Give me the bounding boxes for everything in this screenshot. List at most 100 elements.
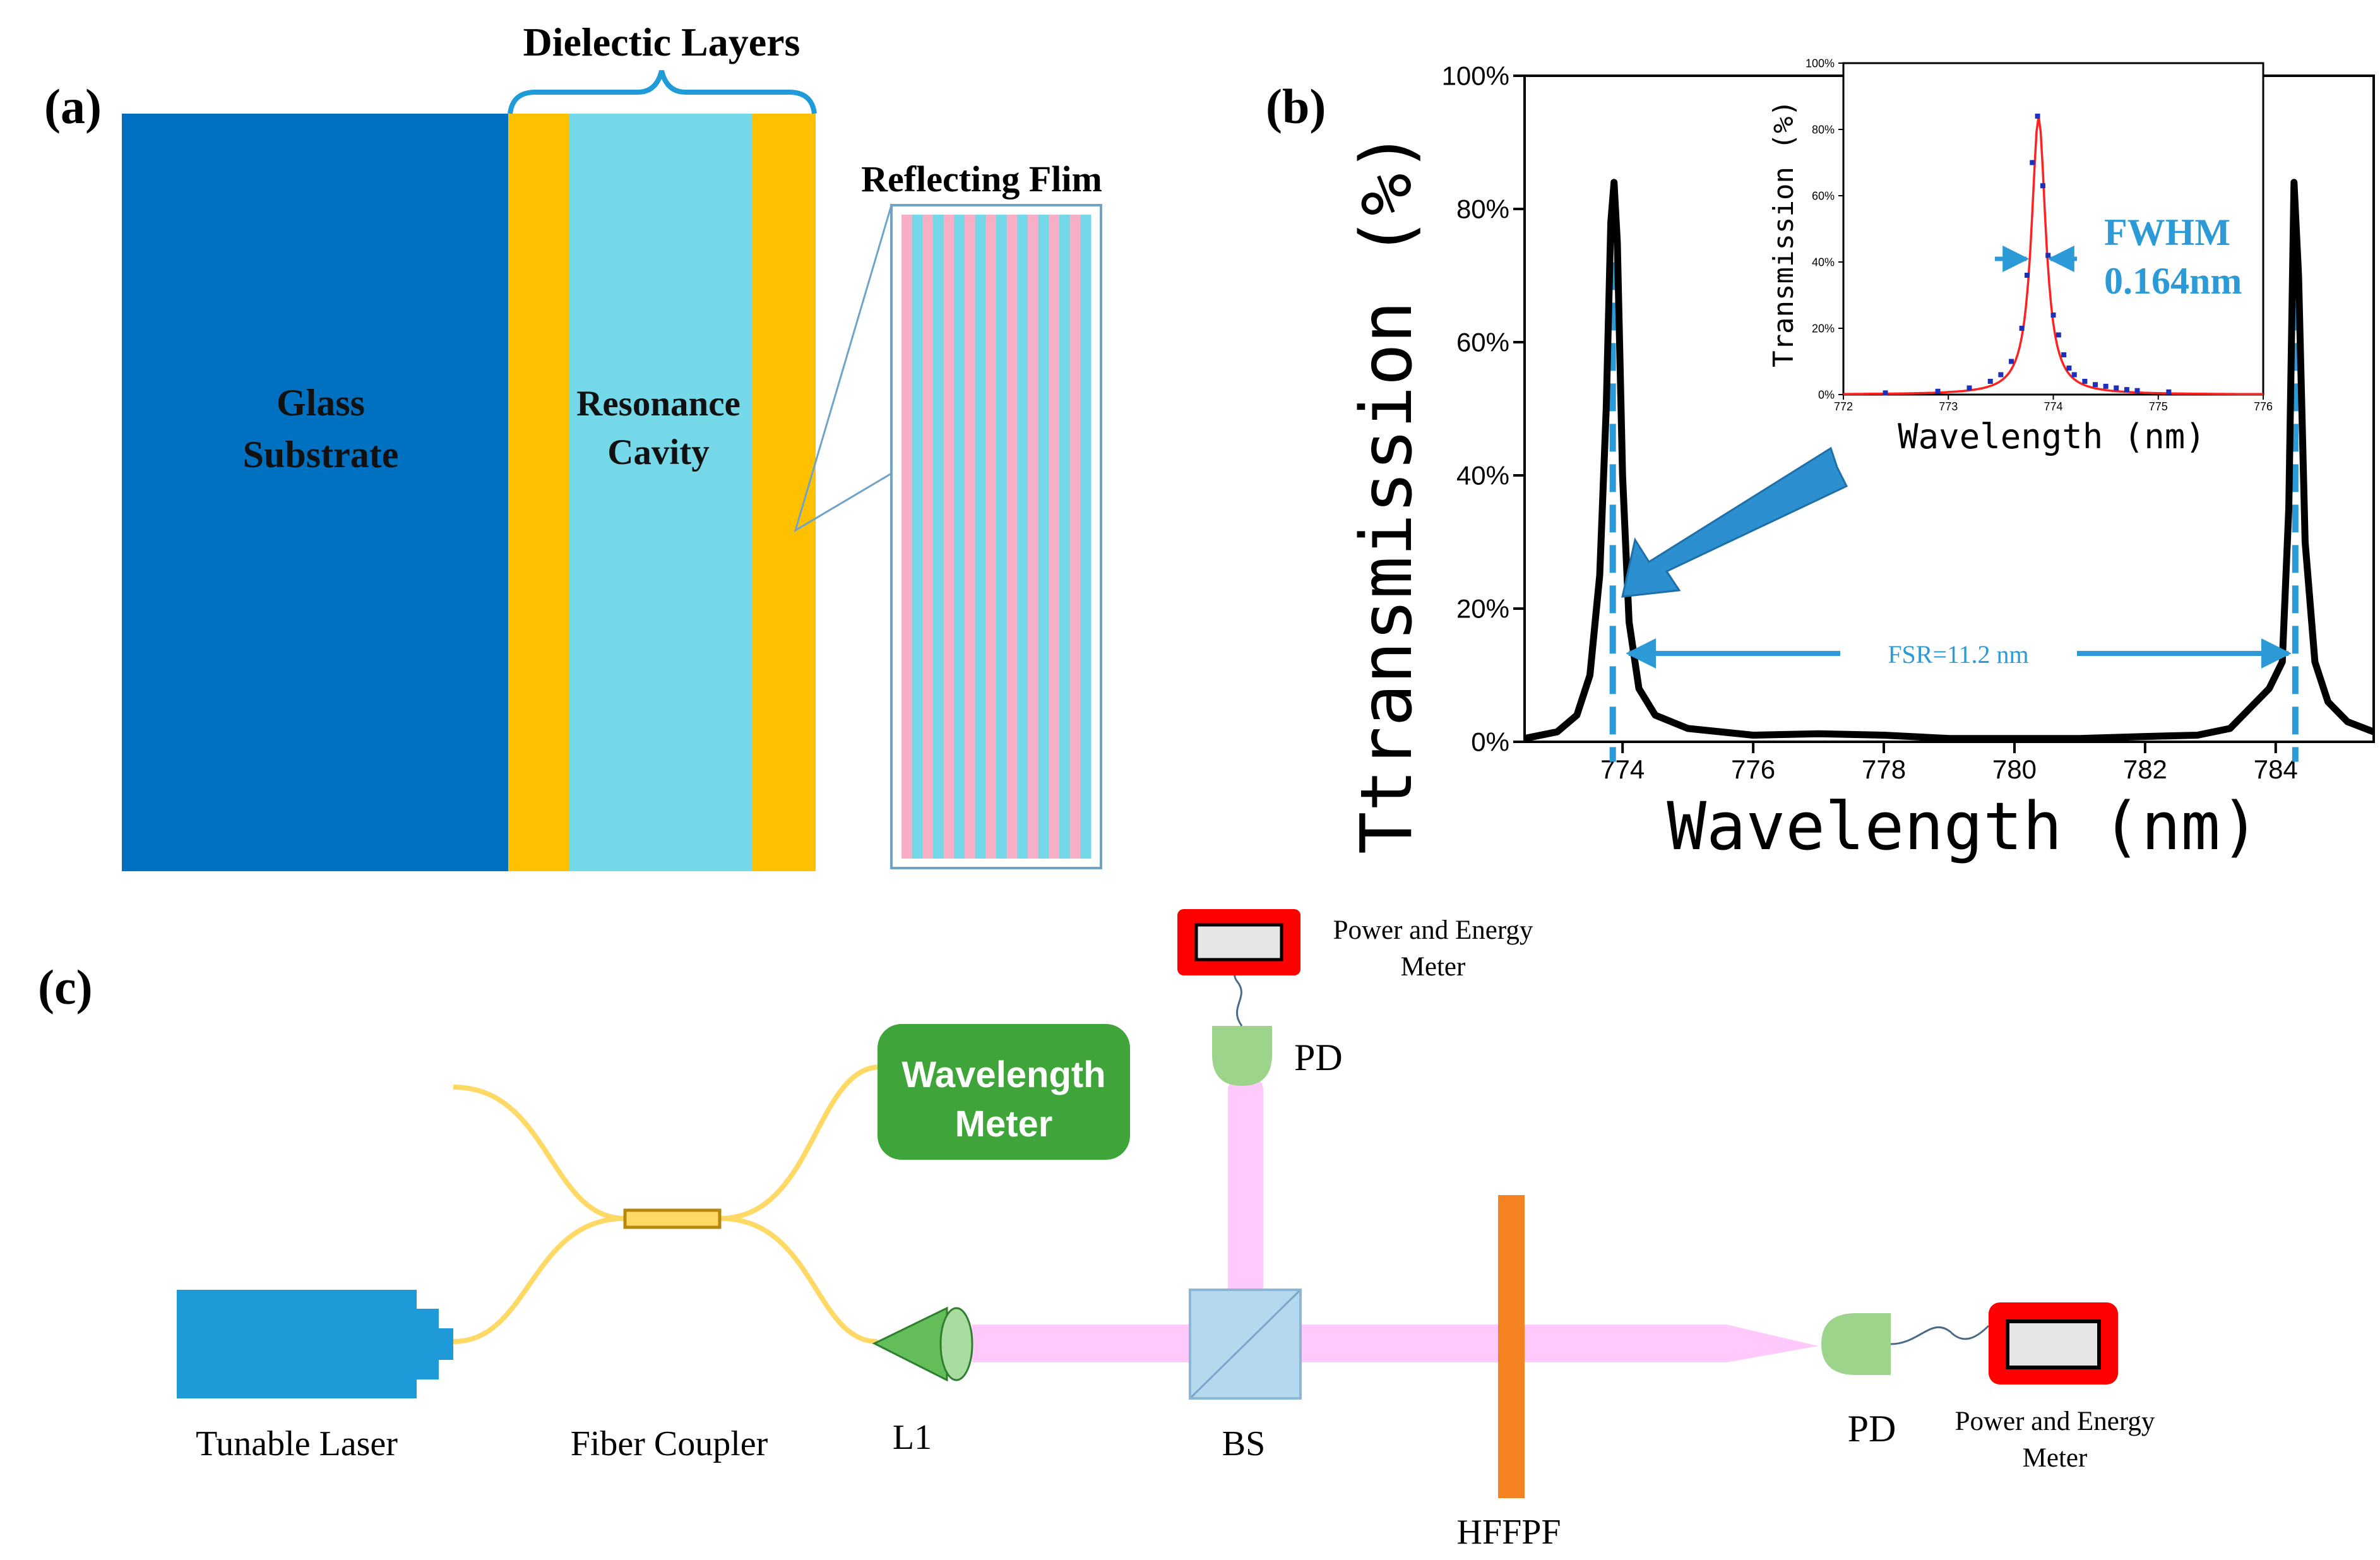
inset-point	[2061, 352, 2067, 357]
inset-point	[2071, 372, 2077, 378]
inset-point	[2035, 114, 2040, 119]
inset-point	[2019, 326, 2025, 331]
fiber-coupler	[623, 1208, 722, 1229]
y-tick-label: 60%	[1812, 189, 1835, 202]
inset-ticks	[1838, 63, 2264, 400]
tunable-laser	[177, 1290, 453, 1398]
substrate-label-line1: Glass	[277, 382, 365, 424]
film-stripe	[954, 215, 965, 859]
photodiode-top	[1212, 1026, 1272, 1086]
inset-point	[2056, 332, 2061, 338]
panel-c-label: (c)	[38, 960, 93, 1015]
film-stripe	[901, 215, 913, 859]
zoom-callout-arrow	[1621, 446, 1848, 598]
inset-y-axis-label: Transmission (%)	[1768, 100, 1800, 367]
y-tick-label: 0%	[1818, 388, 1835, 401]
inset-point	[2066, 366, 2072, 371]
l1-label: L1	[893, 1418, 932, 1457]
inset-point	[2103, 383, 2109, 389]
pd-right-label: PD	[1848, 1408, 1896, 1450]
inset-data-points	[1883, 114, 2172, 396]
mirror-layer-left	[508, 114, 569, 871]
y-tick-label: 80%	[1812, 123, 1835, 136]
y-tick-label: 40%	[1456, 461, 1509, 491]
x-tick-label: 776	[2254, 400, 2273, 413]
y-tick-label: 100%	[1442, 61, 1509, 91]
inset-point	[1883, 390, 1888, 396]
film-stripe	[1059, 215, 1071, 859]
film-stripe	[996, 215, 1008, 859]
power-meter-right-screen	[2006, 1319, 2101, 1369]
bs-label: BS	[1222, 1424, 1266, 1463]
resonance-cavity	[569, 114, 753, 871]
inset-background	[1843, 63, 2263, 395]
x-tick-label: 782	[2123, 754, 2167, 784]
inset-point	[2124, 387, 2129, 393]
mirror-layer-right	[753, 114, 816, 871]
film-stripe	[933, 215, 944, 859]
power-meter-right-label-line2: Meter	[2023, 1443, 2088, 1473]
wavelength-meter	[878, 1024, 1130, 1160]
inset-point	[1998, 372, 2004, 378]
cavity-label-line2: Cavity	[607, 432, 709, 472]
beam-bs-to-pd-top	[1228, 1088, 1263, 1290]
zoom-callout-lines	[794, 205, 893, 533]
power-meter-top-label-line2: Meter	[1401, 952, 1466, 982]
inset-point	[2024, 273, 2030, 278]
x-tick-label: 774	[1600, 754, 1645, 784]
main-ticks	[1513, 74, 2277, 753]
inset-point	[1966, 385, 1972, 391]
inset-point	[2134, 388, 2140, 393]
x-tick-label: 772	[1834, 400, 1853, 413]
x-tick-label: 776	[1731, 754, 1775, 784]
substrate-label-line2: Substrate	[243, 434, 399, 475]
cavity-label-line1: Resonance	[576, 384, 741, 424]
inset-point	[2093, 382, 2098, 388]
film-stripe	[912, 215, 923, 859]
cable-right	[1890, 1325, 1990, 1345]
hffpf-filter	[1498, 1195, 1525, 1498]
y-tick-label: 40%	[1812, 256, 1835, 268]
film-stripe	[1049, 215, 1060, 859]
inset-point	[2009, 359, 2014, 364]
power-meter-right-label-line1: Power and Energy	[1955, 1407, 2155, 1436]
panel-a: (a) Glass Substrate Resonance Cavity Die…	[44, 20, 1102, 871]
film-stripe	[1038, 215, 1049, 859]
hffpf-label: HFFPF	[1456, 1513, 1561, 1552]
inset-point	[2040, 183, 2045, 189]
x-tick-label: 774	[2044, 400, 2062, 413]
beam-splitter-diagonal	[1190, 1290, 1300, 1398]
photodiode-right	[1821, 1313, 1891, 1375]
film-stripe	[1017, 215, 1028, 859]
beam-focus-right	[1727, 1325, 1818, 1362]
dielectric-layers-label: Dielectic Layers	[523, 20, 800, 64]
main-x-axis-label: Wavelength (nm)	[1667, 788, 2259, 865]
film-stripe	[1028, 215, 1039, 859]
fwhm-label-line2: 0.164nm	[2104, 260, 2242, 302]
x-tick-label: 780	[1992, 754, 2037, 784]
lens-l1-face	[939, 1307, 973, 1381]
inset-lorentz-fit	[1843, 116, 2264, 396]
transmission-curve	[1523, 179, 2375, 742]
film-stripe	[1006, 215, 1018, 859]
film-stripe	[975, 215, 986, 859]
power-meter-top-label-line1: Power and Energy	[1333, 915, 1533, 945]
reflecting-film-stripes	[901, 215, 1092, 859]
wavelength-meter-line2: Meter	[955, 1104, 1053, 1145]
inset-point	[2082, 379, 2088, 384]
y-tick-label: 20%	[1456, 594, 1509, 624]
x-tick-label: 775	[2149, 400, 2168, 413]
film-stripe	[965, 215, 976, 859]
power-meter-top-screen	[1194, 923, 1283, 962]
inset-point	[2114, 385, 2119, 391]
panel-c: (c) Wavelength Meter	[38, 909, 2155, 1552]
panel-a-label: (a)	[44, 79, 102, 134]
y-tick-label: 20%	[1812, 322, 1835, 335]
y-tick-label: 0%	[1471, 727, 1509, 757]
film-stripe	[943, 215, 955, 859]
inset-x-axis-label: Wavelength (nm)	[1898, 417, 2206, 456]
main-y-axis-label: Ttransmission (%)	[1346, 131, 1428, 854]
